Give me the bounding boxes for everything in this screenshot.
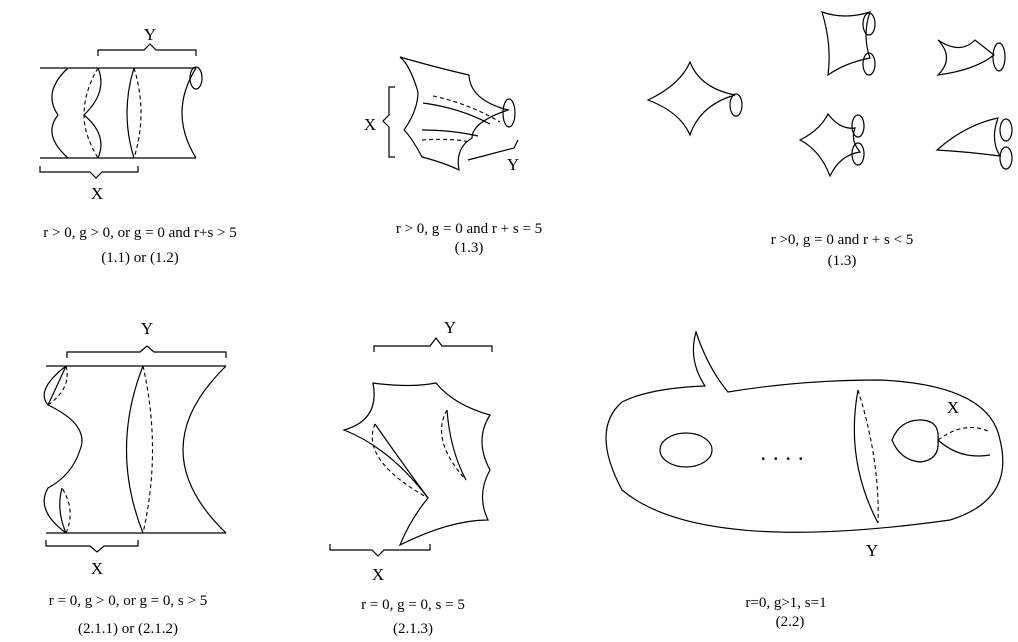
- panel-1-ref: (1.1) or (1.2): [101, 250, 178, 266]
- panel-2-x-label: X: [364, 115, 376, 134]
- panel-5-diagram: [329, 337, 493, 557]
- panel-4-y-label: Y: [141, 319, 153, 338]
- panel-1-x-label: X: [91, 184, 103, 203]
- panel-6-ellipsis: . . . .: [761, 445, 805, 464]
- panel-3-caption: r >0, g = 0 and r + s < 5: [771, 232, 914, 248]
- panel-1-y-label: Y: [144, 25, 156, 44]
- panel-1-caption: r > 0, g > 0, or g = 0 and r+s > 5: [43, 225, 237, 241]
- panel-5-ref: (2.1.3): [393, 621, 433, 637]
- panel-5-caption: r = 0, g = 0, s = 5: [361, 597, 465, 613]
- panel-4-x-label: X: [91, 559, 103, 578]
- panel-6-y-label: Y: [866, 541, 878, 560]
- panel-3-diagram: [646, 11, 1013, 178]
- panel-4-ref: (2.1.1) or (2.1.2): [78, 621, 178, 637]
- panel-6-caption: r=0, g>1, s=1: [745, 595, 826, 611]
- panel-2-diagram: [382, 56, 519, 172]
- panel-6-x-label: X: [947, 398, 959, 417]
- panel-6-ref: (2.2): [776, 614, 805, 630]
- panel-3-ref: (1.3): [828, 253, 857, 269]
- panel-2-caption: r > 0, g = 0 and r + s = 5: [396, 221, 542, 237]
- panel-5-y-label: Y: [444, 318, 456, 337]
- panel-4-caption: r = 0, g > 0, or g = 0, s > 5: [49, 593, 207, 609]
- panel-1-diagram: [39, 43, 203, 179]
- panel-4-diagram: [43, 345, 227, 553]
- panel-2-ref: (1.3): [455, 240, 484, 256]
- panel-2-y-label: Y: [507, 155, 519, 174]
- panel-6-diagram: [605, 329, 1004, 533]
- panel-5-x-label: X: [372, 565, 384, 584]
